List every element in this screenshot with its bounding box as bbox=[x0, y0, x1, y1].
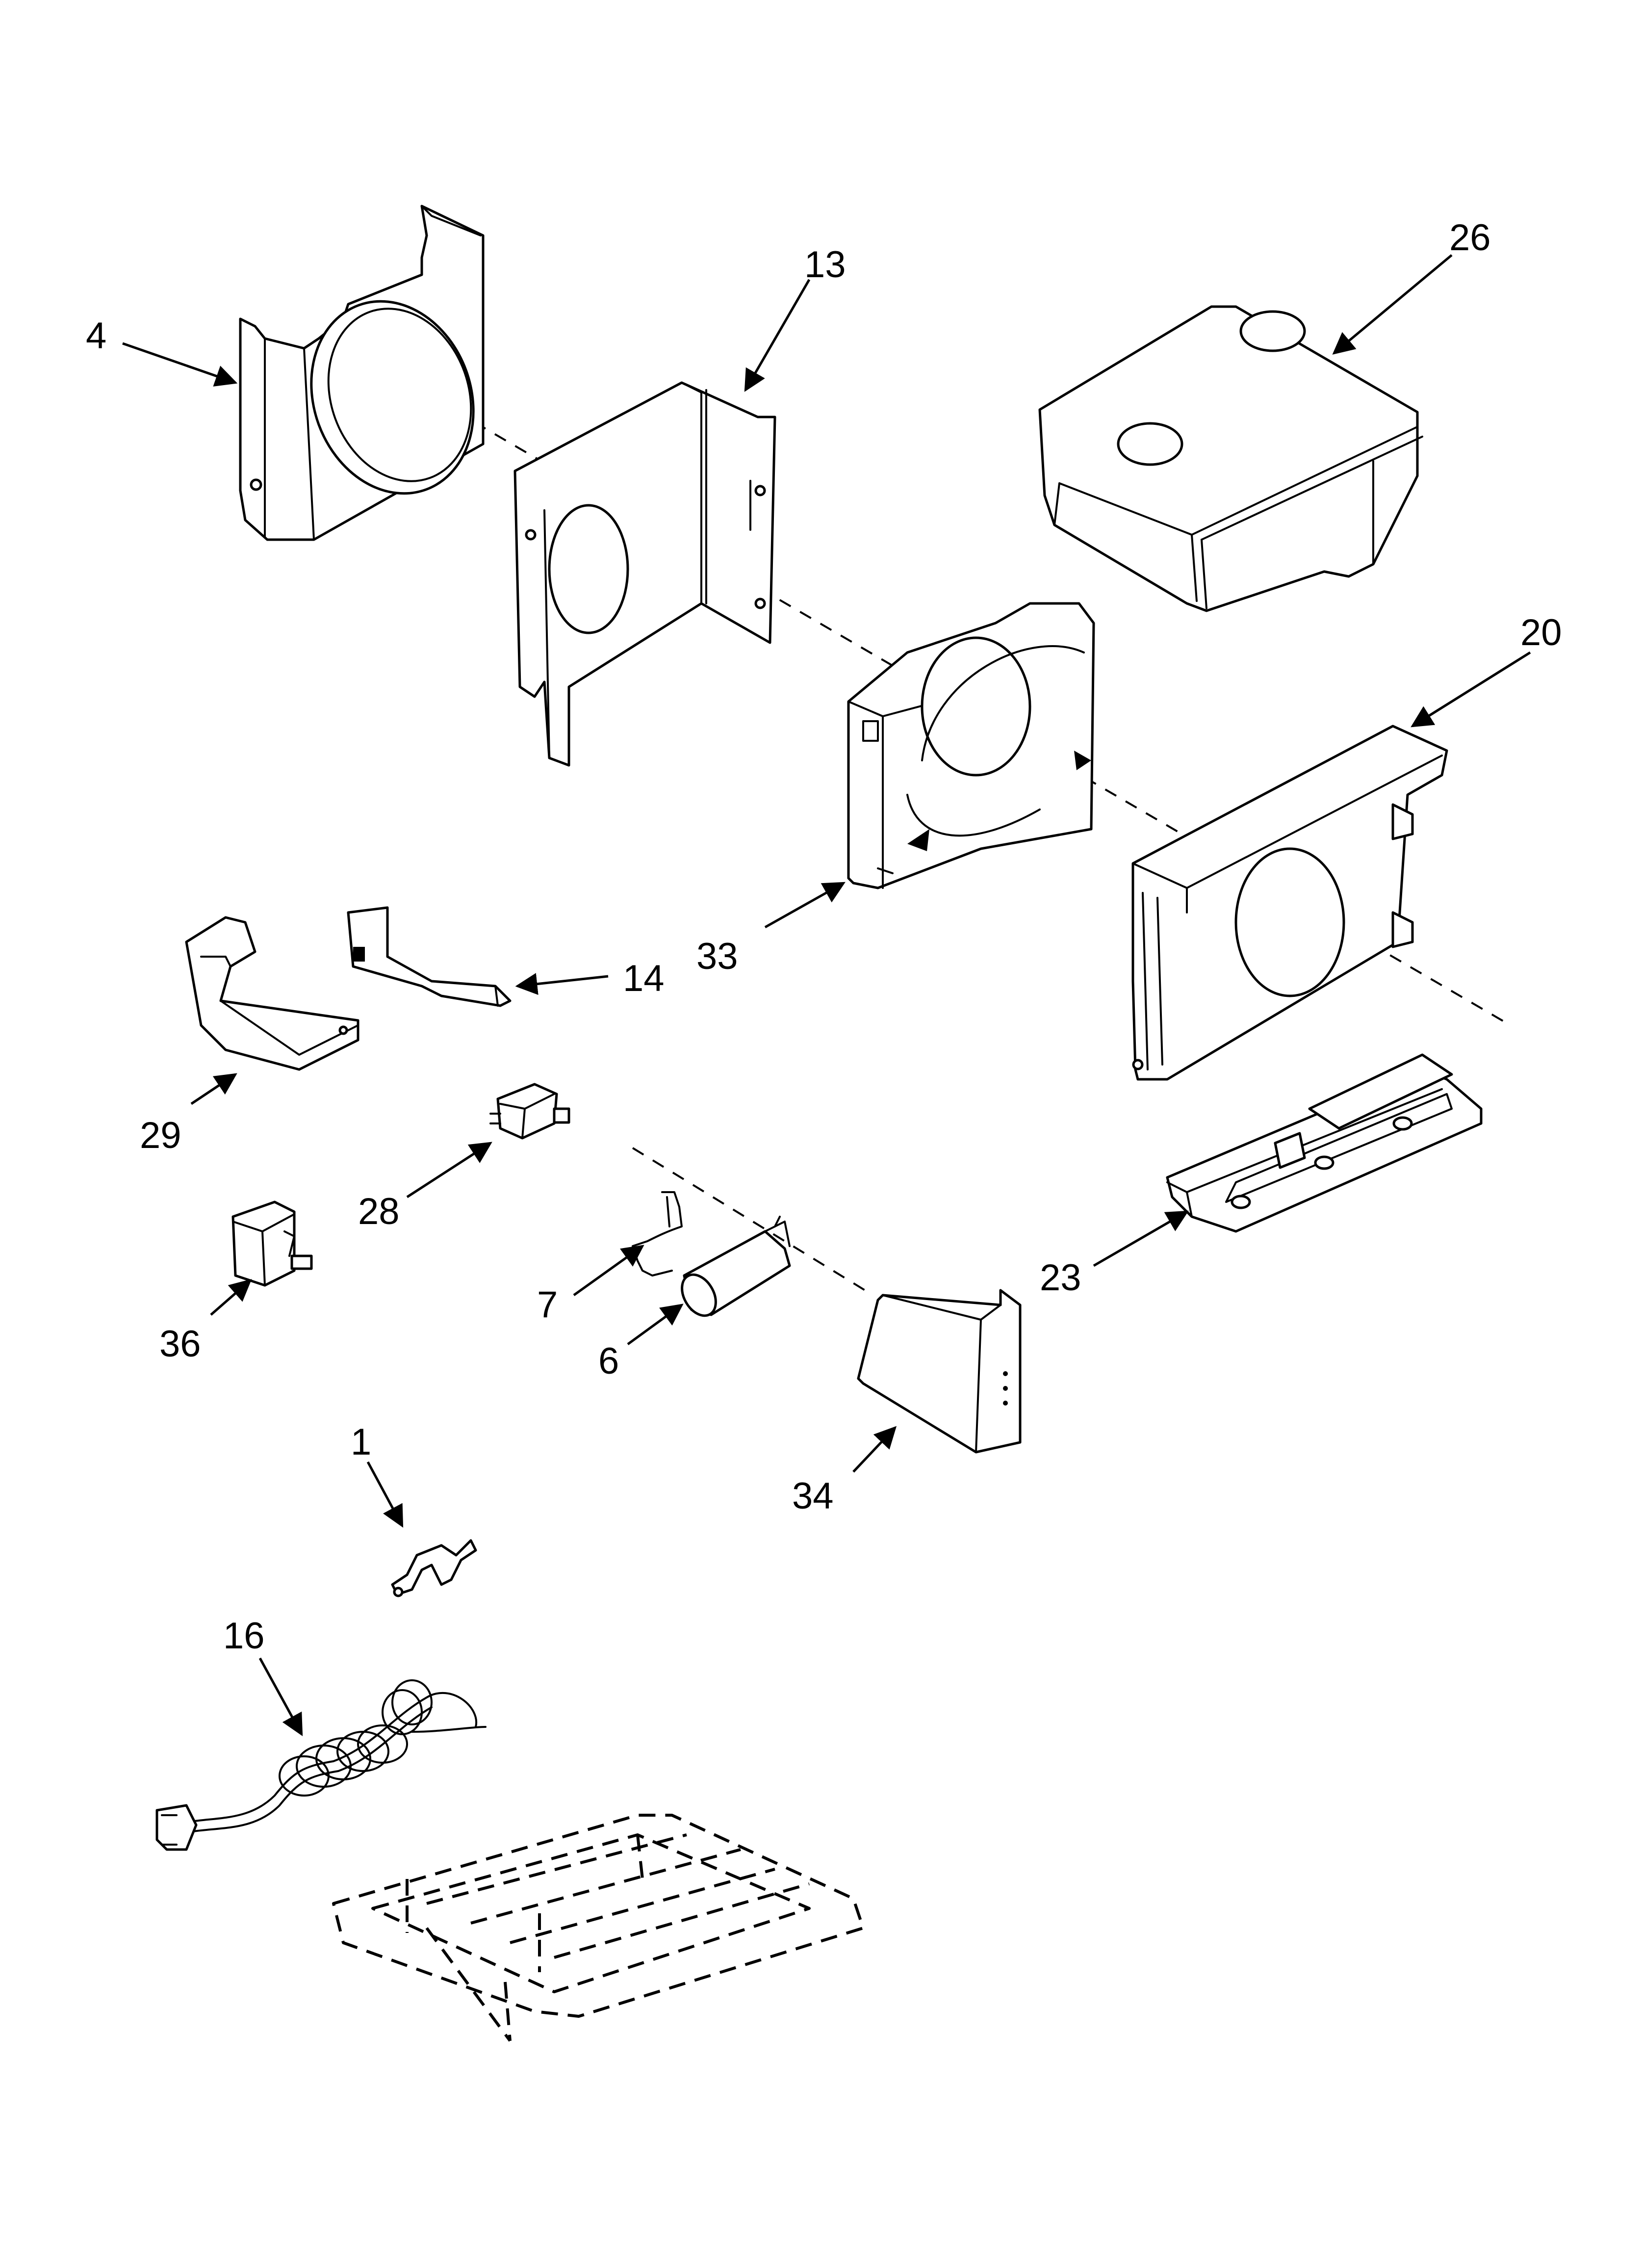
part-20-orifice-panel bbox=[1131, 725, 1448, 1081]
callout-7: 7 bbox=[537, 1284, 558, 1326]
part-23-base-pan bbox=[1166, 1053, 1483, 1233]
part-29-shield bbox=[185, 916, 359, 1071]
part-36-thermostat bbox=[231, 1200, 313, 1287]
callout-14: 14 bbox=[623, 958, 665, 999]
callout-28: 28 bbox=[358, 1191, 400, 1232]
callout-26: 26 bbox=[1449, 217, 1491, 259]
callout-6: 6 bbox=[598, 1340, 619, 1382]
callout-1: 1 bbox=[351, 1421, 371, 1463]
part-28-switch bbox=[489, 1083, 570, 1140]
callout-34: 34 bbox=[792, 1475, 834, 1517]
part-13-orifice-panel bbox=[513, 381, 776, 767]
callout-29: 29 bbox=[140, 1115, 181, 1156]
part-14-bracket bbox=[347, 906, 512, 1007]
part-33-blower-housing bbox=[847, 602, 1095, 889]
callout-16: 16 bbox=[223, 1615, 265, 1657]
callout-33: 33 bbox=[696, 936, 738, 977]
part-7-capacitor-strap bbox=[632, 1191, 683, 1277]
callout-leaders bbox=[122, 254, 1531, 1736]
part-34-cover bbox=[857, 1289, 1022, 1454]
callout-labels: 4 13 26 20 33 14 29 28 7 6 36 23 34 1 16 bbox=[86, 217, 1562, 1657]
base-pan-phantom-outline bbox=[332, 1814, 865, 2042]
part-16-power-cord bbox=[155, 1679, 487, 1851]
callout-4: 4 bbox=[86, 315, 106, 357]
part-1-clamp bbox=[391, 1539, 477, 1597]
callout-13: 13 bbox=[804, 244, 846, 286]
part-6-capacitor bbox=[681, 1216, 791, 1317]
callout-23: 23 bbox=[1040, 1257, 1081, 1299]
part-4-shroud-panel bbox=[239, 205, 485, 541]
callout-20: 20 bbox=[1520, 612, 1562, 653]
callout-36: 36 bbox=[159, 1323, 201, 1365]
part-26-top-cover bbox=[1038, 305, 1423, 612]
